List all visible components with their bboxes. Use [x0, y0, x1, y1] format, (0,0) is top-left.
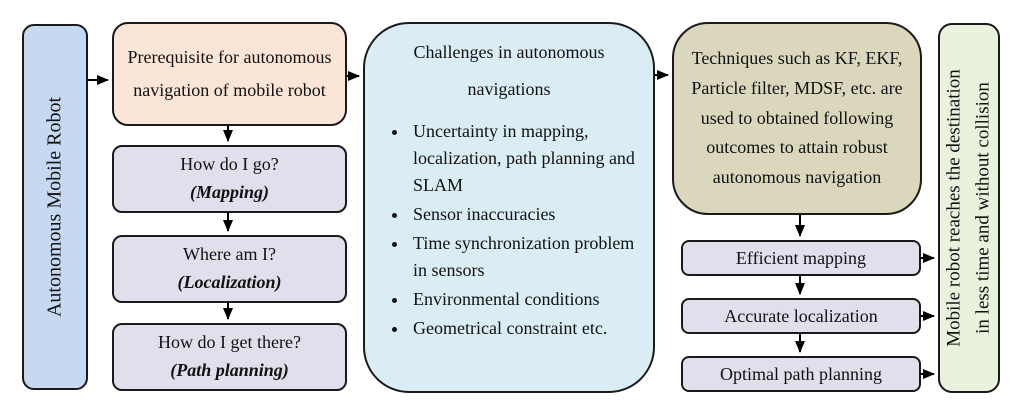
mapping-question: How do I go?	[180, 154, 279, 175]
optimal-pathplanning-label: Optimal path planning	[720, 363, 882, 384]
challenge-item: Time synchronization problem in sensors	[409, 230, 639, 284]
result-panel: Mobile robot reaches the destination in …	[938, 23, 1000, 393]
techniques-box: Techniques such as KF, EKF, Particle fil…	[672, 22, 922, 215]
pathplanning-topic: (Path planning)	[170, 360, 289, 380]
autonomous-mobile-robot-label: Autonomous Mobile Robot	[43, 96, 66, 318]
challenge-item: Environmental conditions	[409, 286, 639, 313]
challenges-box: Challenges in autonomous navigations Unc…	[363, 22, 655, 393]
pathplanning-question: How do I get there?	[158, 332, 301, 353]
mapping-topic: (Mapping)	[189, 182, 269, 202]
prerequisite-box: Prerequisite for autonomous navigation o…	[112, 22, 347, 126]
result-label: Mobile robot reaches the destination in …	[941, 69, 998, 347]
efficient-mapping-label: Efficient mapping	[735, 247, 867, 268]
result-line2: in less time and without collision	[972, 82, 993, 334]
localization-question-box: Where am I? (Localization)	[112, 235, 347, 303]
challenge-item: Geometrical constraint etc.	[409, 315, 639, 342]
result-line1: Mobile robot reaches the destination	[943, 69, 965, 347]
autonomous-mobile-robot-panel: Autonomous Mobile Robot	[22, 24, 88, 390]
challenges-list: Uncertainty in mapping, localization, pa…	[379, 118, 639, 342]
localization-topic: (Localization)	[177, 272, 282, 292]
challenges-title: Challenges in autonomous navigations	[413, 42, 605, 99]
challenge-item: Uncertainty in mapping, localization, pa…	[409, 118, 639, 199]
pathplanning-question-box: How do I get there? (Path planning)	[112, 323, 347, 391]
techniques-text: Techniques such as KF, EKF, Particle fil…	[691, 47, 903, 188]
localization-question: Where am I?	[183, 244, 276, 265]
accurate-localization-label: Accurate localization	[724, 305, 878, 326]
efficient-mapping-box: Efficient mapping	[681, 240, 921, 276]
accurate-localization-box: Accurate localization	[681, 298, 921, 334]
mapping-question-box: How do I go? (Mapping)	[112, 145, 347, 213]
challenge-item: Sensor inaccuracies	[409, 201, 639, 228]
prerequisite-text: Prerequisite for autonomous navigation o…	[127, 46, 332, 100]
optimal-pathplanning-box: Optimal path planning	[681, 356, 921, 392]
